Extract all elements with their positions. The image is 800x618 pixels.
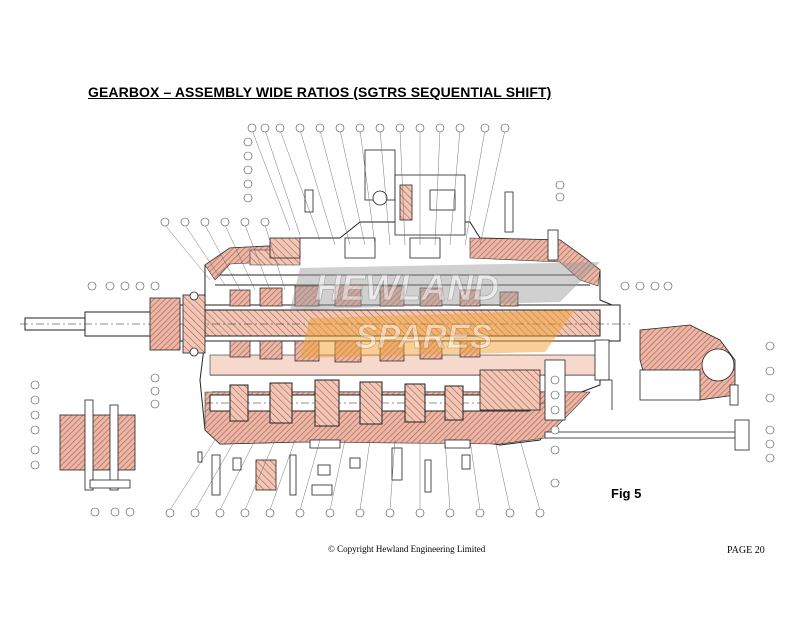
loose-parts: [197, 439, 471, 496]
copyright-notice: © Copyright Hewland Engineering Limited: [328, 544, 486, 554]
page-number: PAGE 20: [727, 545, 765, 556]
shift-mechanism: [269, 149, 559, 261]
page-title: GEARBOX – ASSEMBLY WIDE RATIOS (SGTRS SE…: [88, 84, 552, 100]
right-detail-view: [544, 324, 750, 451]
watermark-logo: HEWLAND SPARES: [290, 262, 600, 358]
figure-label: Fig 5: [611, 486, 642, 501]
input-bearing: [149, 291, 206, 357]
layshaft: [205, 379, 560, 427]
watermark-line1: HEWLAND: [315, 267, 499, 308]
left-detail-view: [59, 399, 136, 491]
watermark-line2: SPARES: [355, 318, 493, 356]
callout-leaders: [164, 129, 541, 511]
callout-bubbles: [30, 123, 775, 518]
selector-drum: [479, 339, 613, 421]
